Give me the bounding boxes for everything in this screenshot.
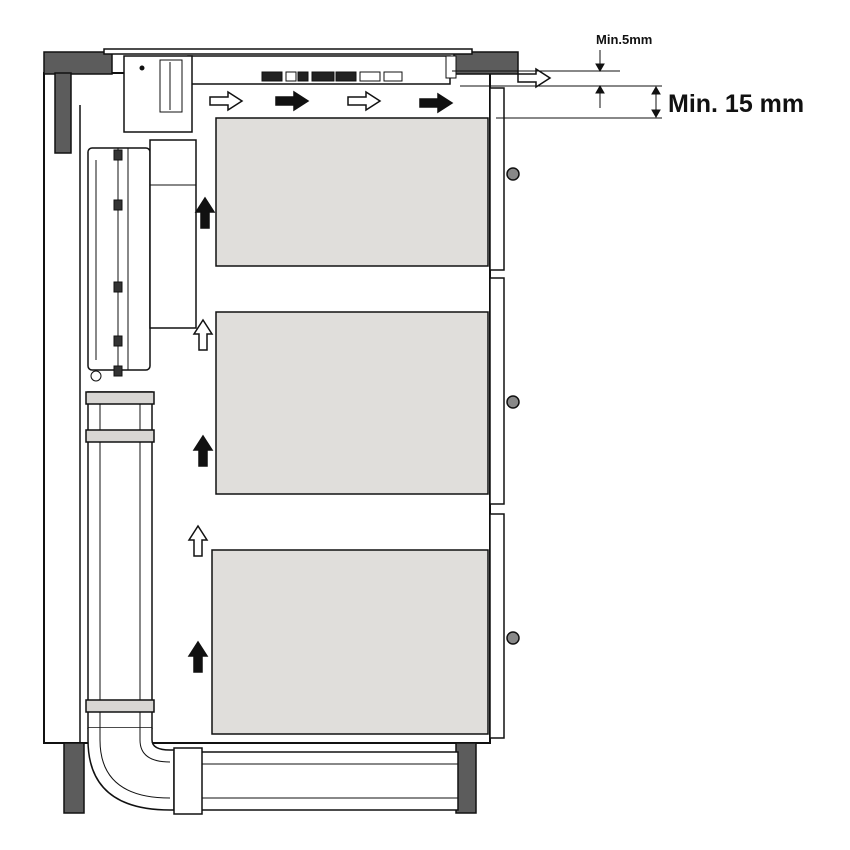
drawer-top — [215, 117, 489, 267]
hollow-arrow-icon — [347, 91, 381, 111]
vent-slot — [335, 71, 357, 82]
dimension-lines — [452, 50, 662, 119]
arrow-down-icon — [651, 109, 661, 119]
label-min-5mm: Min.5mm — [596, 32, 652, 47]
drawer-handles — [506, 167, 520, 645]
duct-elbow — [87, 728, 177, 811]
exhaust-duct — [87, 391, 459, 815]
countertop-left — [43, 51, 113, 75]
hollow-arrow-icon — [209, 91, 243, 111]
vent-slot — [285, 71, 297, 82]
hob-screw — [139, 65, 145, 71]
filled-arrow-icon — [188, 641, 208, 673]
drawer-fronts — [489, 87, 505, 739]
vent-slot — [359, 71, 381, 82]
drawer-front-middle — [489, 277, 505, 505]
arrow-up-icon — [595, 84, 605, 94]
cabinet-legs — [63, 742, 477, 814]
leg-right — [455, 742, 477, 814]
hob-control-module — [159, 59, 183, 113]
duct-clamp — [85, 699, 155, 713]
hollow-arrow-icon — [188, 525, 208, 557]
drawers — [211, 117, 489, 735]
fan-clip — [113, 199, 123, 211]
vent-slot — [261, 71, 283, 82]
hob-side-connector — [445, 55, 457, 79]
handle-knob-top — [506, 167, 520, 181]
vent-slot — [383, 71, 403, 82]
duct-clamps — [85, 391, 155, 713]
countertop — [43, 51, 519, 154]
arrow-down-icon — [595, 63, 605, 73]
fan-clip — [113, 281, 123, 293]
leg-left — [63, 742, 85, 814]
drawer-bottom — [211, 549, 489, 735]
duct-horizontal — [173, 751, 459, 811]
fan-clip — [113, 335, 123, 347]
countertop-left-post — [54, 72, 72, 154]
duct-clamp — [85, 391, 155, 405]
hollow-arrow-icon — [517, 68, 551, 88]
handle-knob-bottom — [506, 631, 520, 645]
filled-arrow-icon — [419, 93, 453, 113]
arrow-up-icon — [651, 85, 661, 95]
hob-vents — [261, 71, 403, 82]
fan-box — [149, 139, 197, 329]
drawer-front-top — [489, 87, 505, 271]
drawer-front-bottom — [489, 513, 505, 739]
duct-coupling-horizontal — [173, 747, 203, 815]
drawer-middle — [215, 311, 489, 495]
hob-glass — [103, 48, 473, 55]
fan-knob — [90, 370, 102, 382]
filled-arrow-icon — [195, 197, 215, 229]
vent-slot — [311, 71, 335, 82]
fan-unit — [87, 139, 197, 371]
fan-clip — [113, 149, 123, 161]
fan-clips — [90, 149, 123, 382]
vent-slot — [297, 71, 309, 82]
label-min-15mm: Min. 15 mm — [668, 90, 804, 118]
filled-arrow-icon — [193, 435, 213, 467]
duct-clamp — [85, 429, 155, 443]
filled-arrow-icon — [275, 91, 309, 111]
handle-knob-middle — [506, 395, 520, 409]
hob — [103, 48, 473, 133]
fan-clip — [113, 365, 123, 377]
duct-elbow-inner — [99, 728, 171, 799]
